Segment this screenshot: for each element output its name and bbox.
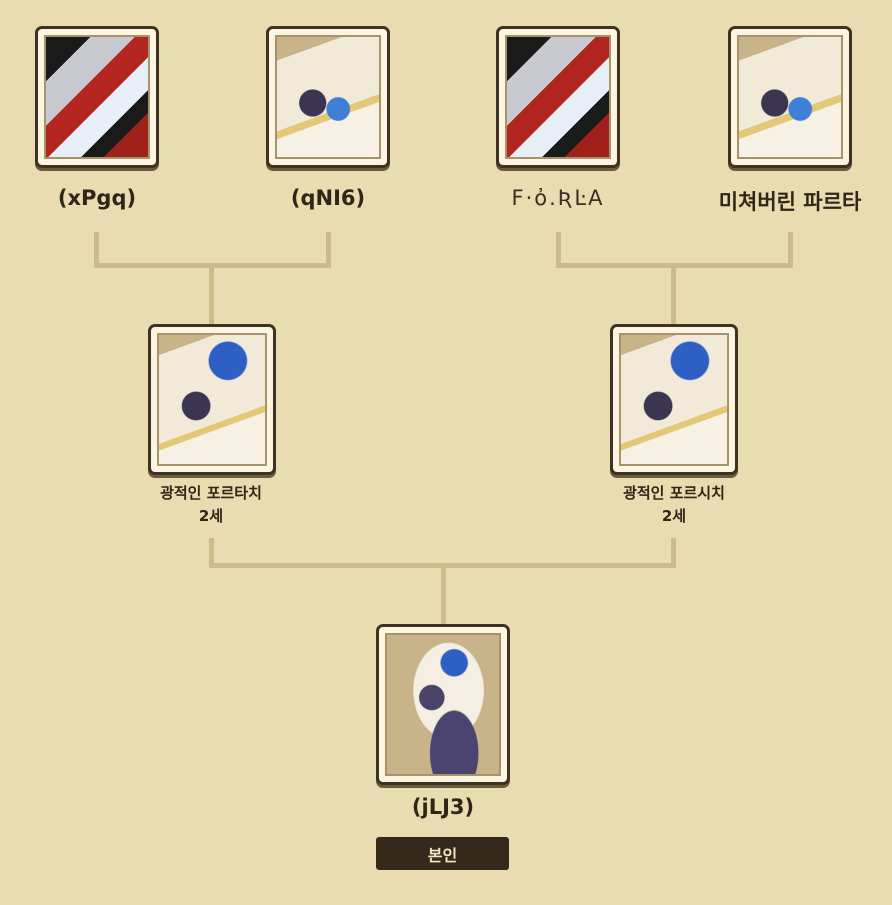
connector: [556, 232, 561, 268]
portrait-red-knight: [505, 35, 611, 159]
portrait-white-blue-beast: [157, 333, 267, 466]
parent-name-1-line2: 2세: [198, 507, 224, 525]
grandparent-name-3: F·ὀ.ƦĿΑ: [511, 186, 605, 210]
portrait-red-knight: [44, 35, 150, 159]
grandparent-name-1: (xPgq): [57, 186, 137, 210]
parent-card-1[interactable]: [148, 324, 276, 475]
connector: [326, 232, 331, 268]
parent-name-1-line1: 광적인 포르타치: [160, 484, 262, 502]
parent-name-2-line1: 광적인 포르시치: [623, 484, 725, 502]
grandparent-card-4[interactable]: [728, 26, 852, 168]
portrait-white-gold-beast: [737, 35, 843, 159]
connector: [441, 563, 446, 625]
grandparent-card-2[interactable]: [266, 26, 390, 168]
parent-name-1: 광적인 포르타치 2세: [160, 482, 262, 528]
connector: [788, 232, 793, 268]
grandparent-name-2: (qNI6): [290, 186, 366, 210]
connector: [209, 538, 214, 568]
connector: [671, 538, 676, 568]
parent-name-2-line2: 2세: [661, 507, 687, 525]
grandparent-card-3[interactable]: [496, 26, 620, 168]
self-badge: 본인: [376, 837, 509, 870]
portrait-white-blue-beast: [619, 333, 729, 466]
parent-card-2[interactable]: [610, 324, 738, 475]
grandparent-name-4: 미쳐버린 파르타: [718, 190, 862, 214]
connector: [671, 263, 676, 325]
self-card[interactable]: [376, 624, 510, 785]
grandparent-card-1[interactable]: [35, 26, 159, 168]
connector: [94, 232, 99, 268]
self-name: (jLJ3): [411, 795, 475, 819]
portrait-white-blue-beast-small: [385, 633, 501, 776]
portrait-white-gold-beast: [275, 35, 381, 159]
parent-name-2: 광적인 포르시치 2세: [623, 482, 725, 528]
connector: [209, 263, 214, 325]
